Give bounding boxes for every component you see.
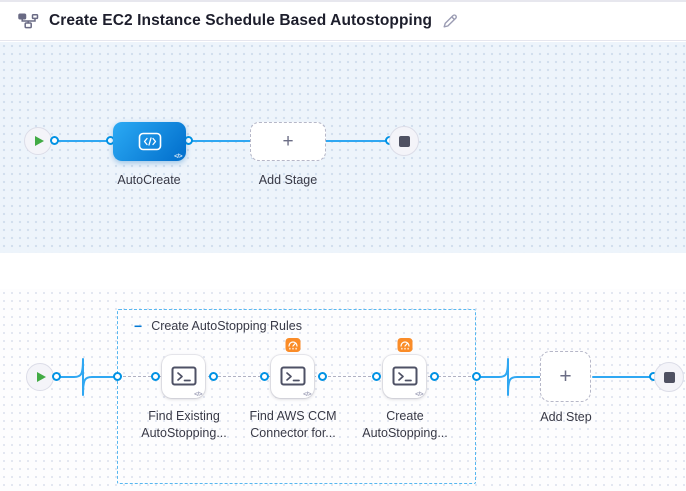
add-stage-label: Add Stage xyxy=(258,173,318,187)
port xyxy=(209,372,218,381)
port xyxy=(472,372,481,381)
play-icon xyxy=(35,136,44,146)
plus-icon: + xyxy=(282,130,294,152)
step-connector-line xyxy=(592,376,655,378)
step-group-create-autostopping-rules: − Create AutoStopping Rules xyxy=(117,309,476,484)
pipeline-end-node xyxy=(389,126,419,156)
add-stage-button[interactable]: + xyxy=(250,122,326,161)
ccm-autostopping-badge-icon xyxy=(397,338,412,352)
play-icon xyxy=(37,372,46,382)
execution-start-node xyxy=(26,363,54,391)
plus-icon: + xyxy=(559,364,572,388)
stage-connector-line xyxy=(38,140,404,142)
ccm-autostopping-badge-icon xyxy=(285,338,300,352)
shell-script-icon xyxy=(392,366,418,387)
flow-squiggle xyxy=(479,358,541,396)
code-glyph: </> xyxy=(303,391,311,398)
pipeline-start-node xyxy=(24,127,52,155)
execution-end-node xyxy=(654,362,684,392)
step-label: Find Existing AutoStopping... xyxy=(141,409,227,440)
add-step-button[interactable]: + xyxy=(540,351,591,402)
flow-squiggle xyxy=(57,358,118,396)
add-step-label: Add Step xyxy=(540,410,592,424)
stop-icon xyxy=(663,371,675,383)
step-group-label: Create AutoStopping Rules xyxy=(151,319,302,333)
port xyxy=(260,372,269,381)
port xyxy=(372,372,381,381)
port xyxy=(50,136,59,145)
stage-label: AutoCreate xyxy=(117,173,181,187)
step-label: Create AutoStopping... xyxy=(362,409,448,440)
shell-script-icon xyxy=(171,366,197,387)
code-glyph: </> xyxy=(415,391,423,398)
port xyxy=(113,372,122,381)
custom-stage-icon xyxy=(137,131,163,152)
shell-script-icon xyxy=(280,366,306,387)
collapse-group-icon[interactable]: − xyxy=(134,318,143,334)
port xyxy=(151,372,160,381)
step-node-create-autostopping[interactable]: </> xyxy=(383,338,426,398)
step-group-header: − Create AutoStopping Rules xyxy=(134,319,302,333)
stop-icon xyxy=(398,135,410,147)
stage-canvas[interactable]: </> AutoCreate + Add Stage xyxy=(0,42,686,253)
code-glyph: </> xyxy=(174,153,182,160)
pipeline-header: Create EC2 Instance Schedule Based Autos… xyxy=(0,0,686,41)
step-node-find-existing-autostopping[interactable]: </> xyxy=(162,355,205,398)
step-node-find-aws-ccm-connector[interactable]: </> xyxy=(271,338,314,398)
pipeline-icon xyxy=(18,13,39,29)
step-label: Find AWS CCM Connector for... xyxy=(249,409,337,440)
execution-canvas[interactable]: − Create AutoStopping Rules </> Find Exi… xyxy=(0,289,686,491)
port xyxy=(318,372,327,381)
port xyxy=(430,372,439,381)
code-glyph: </> xyxy=(194,391,202,398)
port xyxy=(52,372,61,381)
edit-pencil-icon[interactable] xyxy=(442,13,458,29)
page-title: Create EC2 Instance Schedule Based Autos… xyxy=(49,12,433,29)
stage-node-autocreate[interactable]: </> xyxy=(113,122,186,161)
